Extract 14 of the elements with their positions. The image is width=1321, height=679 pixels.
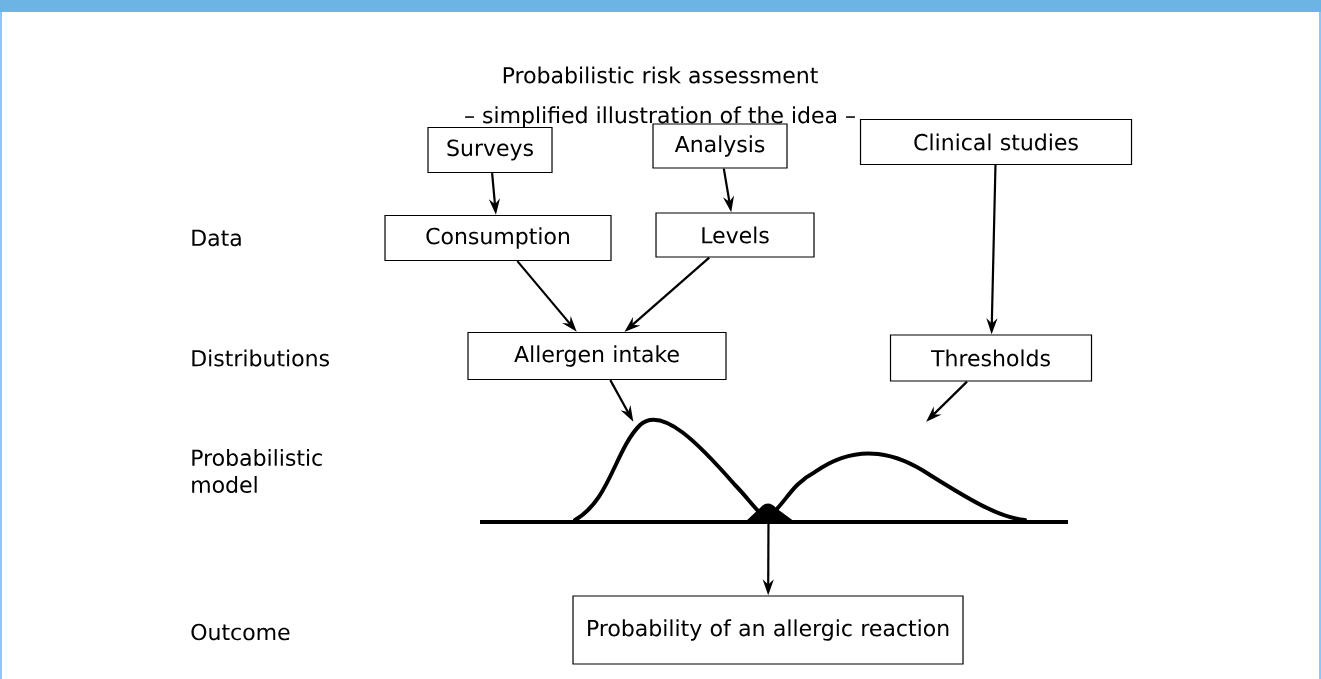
row-label: Outcome: [191, 623, 290, 641]
row-label: Data: [192, 229, 241, 247]
text-box: Analysis: [652, 123, 788, 169]
title: Probabilistic risk assessment: [503, 66, 818, 84]
text-box: Clinical studies: [859, 118, 1133, 166]
text-box: Surveys: [427, 126, 553, 174]
distribution-curves-drawing: [573, 417, 1027, 522]
text-box: Probability of an allergic reaction: [572, 595, 964, 665]
text-box: Thresholds: [889, 334, 1093, 382]
text-box: Allergen intake: [467, 331, 727, 381]
row-label: Probabilistic model: [192, 449, 322, 493]
text-box: Levels: [655, 212, 815, 258]
text-box: Consumption: [384, 214, 612, 262]
row-label: Distributions: [192, 349, 329, 367]
